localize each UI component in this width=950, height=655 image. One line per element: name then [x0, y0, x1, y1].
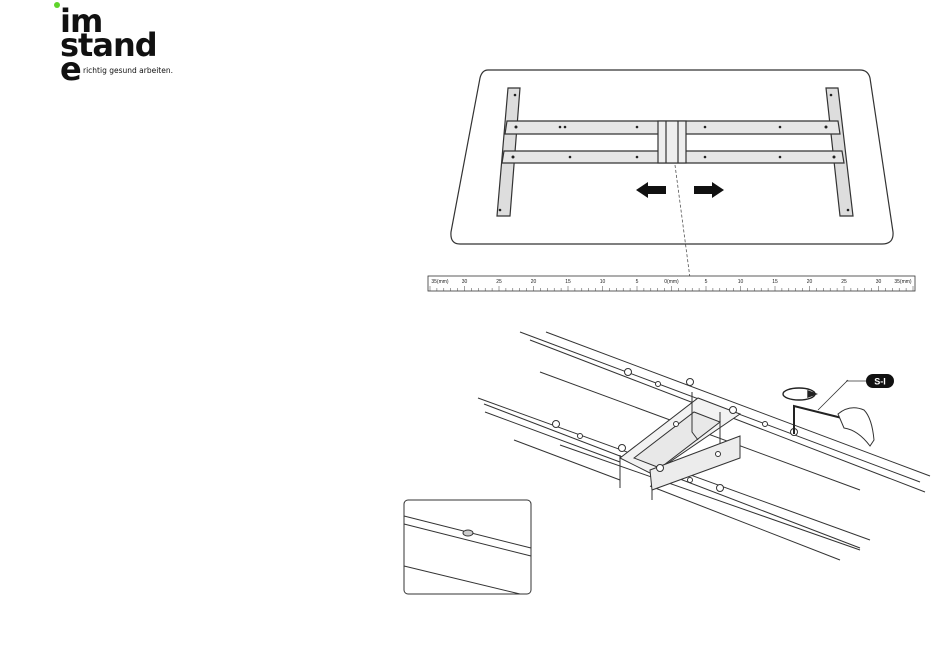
tool-badge: S-I [866, 374, 894, 388]
ruler-tick-label: 20 [531, 279, 537, 285]
ruler-tick-label: 5 [705, 279, 708, 285]
ruler-tick-label: 10 [738, 279, 744, 285]
ruler-center-label: 0(mm) [664, 279, 679, 285]
ruler-tick-label: 15 [565, 279, 571, 285]
ruler-tick-label: 20 [807, 279, 813, 285]
table-top-view [451, 70, 893, 244]
ruler-tick-label: 30 [462, 279, 468, 285]
inset-detail [404, 500, 531, 594]
ruler-tick-label: 25 [841, 279, 847, 285]
ruler-tick-label: 15 [772, 279, 778, 285]
ruler-tick-label: 30 [876, 279, 882, 285]
svg-text:S-I: S-I [874, 377, 886, 387]
rotate-clockwise-icon [783, 388, 816, 400]
hand-illustration [838, 408, 874, 446]
hex-key-icon [794, 406, 842, 434]
beam-detail-view [478, 332, 930, 560]
ruler-tick-label: 25 [496, 279, 502, 285]
measurement-ruler: 35(mm) 0(mm) 35(mm) 30 25 20 15 10 5 5 10 15 20 25 30 [428, 276, 915, 291]
ruler-tick-label: 10 [600, 279, 606, 285]
ruler-right-label: 35(mm) [894, 279, 912, 285]
ruler-tick-label: 5 [636, 279, 639, 285]
ruler-left-label: 35(mm) [431, 279, 449, 285]
